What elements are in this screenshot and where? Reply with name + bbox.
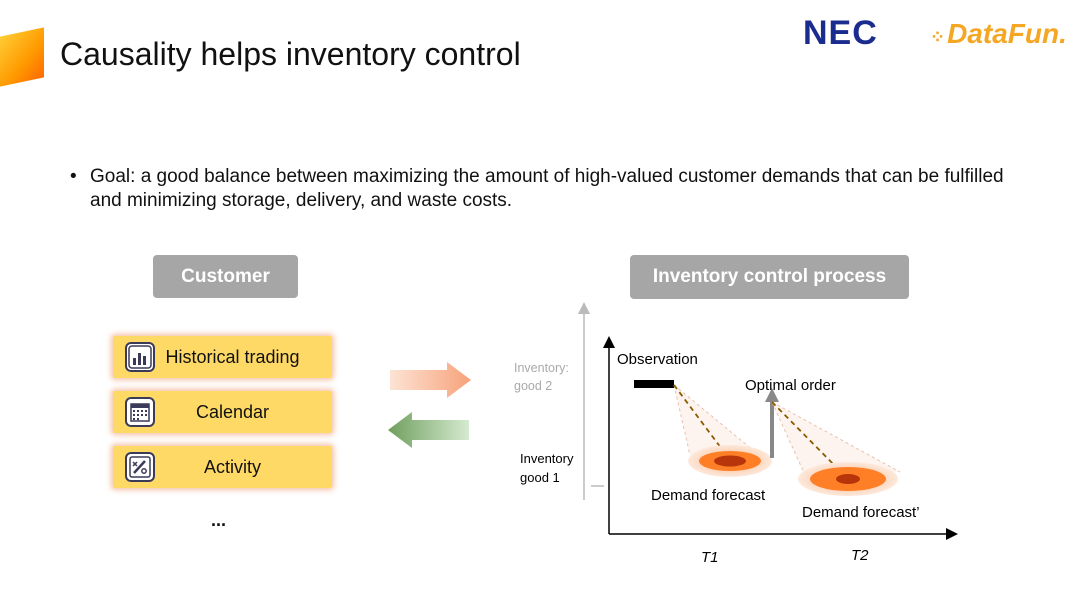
goal-bullet: • Goal: a good balance between maximizin… [70, 165, 1030, 213]
customer-item-activity: Activity [113, 446, 332, 488]
forecast-cone-t1 [674, 385, 765, 460]
customer-item-calendar: Calendar [113, 391, 332, 433]
forecast-core-t2 [836, 474, 860, 484]
process-header: Inventory control process [630, 255, 909, 299]
slide-title: Causality helps inventory control [60, 36, 521, 72]
customer-item-label: Historical trading [165, 346, 300, 367]
bar-chart-icon [125, 342, 155, 372]
goal-text: Goal: a good balance between maximizing … [90, 166, 1004, 211]
customer-item-label: Calendar [195, 401, 270, 422]
observation-bar [634, 380, 674, 388]
forecast-cone-t2 [772, 402, 900, 475]
customer-item-label: Activity [203, 456, 261, 477]
arrow-left-icon [388, 412, 469, 448]
forecast-line-t1 [673, 384, 731, 461]
demand-forecast-label: Demand forecast [651, 487, 766, 504]
nec-logo: NEC [803, 14, 878, 52]
datafun-logo: ⁘DataFun. [930, 18, 1067, 50]
arrow-right-icon [390, 362, 471, 398]
exchange-arrows [388, 362, 471, 448]
calendar-icon [125, 397, 155, 427]
more-items-ellipsis: ... [211, 510, 227, 530]
datafun-logo-text: DataFun. [947, 18, 1067, 49]
inventory-good2-label: Inventory:good 2 [514, 361, 569, 393]
t2-label: T2 [851, 547, 869, 564]
title-accent [0, 27, 44, 87]
datafun-dots-icon: ⁘ [930, 27, 946, 47]
bullet-dot: • [70, 166, 77, 187]
t1-label: T1 [701, 549, 719, 566]
observation-label: Observation [617, 351, 698, 368]
customer-header: Customer [153, 255, 298, 298]
forecast-core-t1 [714, 455, 746, 467]
optimal-order-label: Optimal order [745, 377, 836, 394]
customer-item-historical-trading: Historical trading [113, 336, 332, 378]
demand-forecast-prime-label: Demand forecast’ [802, 504, 920, 521]
activity-icon [125, 452, 155, 482]
